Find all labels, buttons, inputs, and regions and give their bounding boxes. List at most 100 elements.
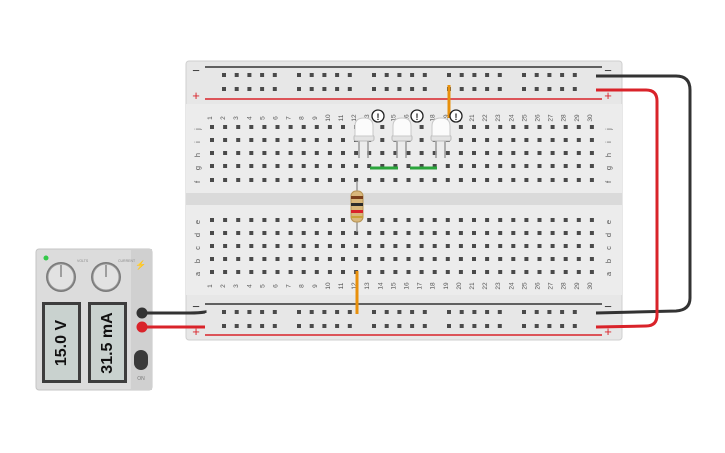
breadboard-hole[interactable] bbox=[576, 138, 581, 142]
breadboard-hole[interactable] bbox=[234, 324, 239, 328]
breadboard-hole[interactable] bbox=[327, 178, 332, 182]
breadboard-hole[interactable] bbox=[524, 218, 529, 222]
breadboard-hole[interactable] bbox=[563, 138, 568, 142]
breadboard-hole[interactable] bbox=[472, 164, 476, 168]
breadboard-hole[interactable] bbox=[347, 324, 352, 328]
breadboard-hole[interactable] bbox=[210, 138, 214, 142]
breadboard-hole[interactable] bbox=[322, 73, 327, 77]
breadboard-hole[interactable] bbox=[419, 218, 424, 222]
breadboard-hole[interactable] bbox=[485, 218, 490, 222]
breadboard-hole[interactable] bbox=[275, 218, 280, 222]
breadboard-hole[interactable] bbox=[393, 164, 398, 168]
breadboard-hole[interactable] bbox=[380, 164, 385, 168]
breadboard-hole[interactable] bbox=[524, 270, 529, 274]
black-wire-supply[interactable] bbox=[142, 310, 207, 315]
breadboard-hole[interactable] bbox=[223, 244, 228, 248]
breadboard-hole[interactable] bbox=[234, 73, 239, 77]
breadboard-hole[interactable] bbox=[406, 270, 411, 274]
breadboard-hole[interactable] bbox=[236, 151, 241, 155]
black-wire-rail-bridge[interactable] bbox=[595, 74, 692, 315]
breadboard-hole[interactable] bbox=[563, 244, 568, 248]
breadboard-hole[interactable] bbox=[524, 257, 529, 261]
breadboard-hole[interactable] bbox=[327, 151, 332, 155]
breadboard-hole[interactable] bbox=[341, 231, 345, 235]
breadboard-hole[interactable] bbox=[236, 244, 241, 248]
breadboard-hole[interactable] bbox=[301, 218, 306, 222]
breadboard-hole[interactable] bbox=[511, 138, 516, 142]
breadboard-hole[interactable] bbox=[524, 164, 529, 168]
breadboard-hole[interactable] bbox=[537, 164, 542, 168]
breadboard-hole[interactable] bbox=[210, 164, 214, 168]
breadboard-hole[interactable] bbox=[262, 270, 267, 274]
breadboard-hole[interactable] bbox=[222, 73, 226, 77]
breadboard-hole[interactable] bbox=[458, 138, 463, 142]
breadboard-hole[interactable] bbox=[272, 73, 277, 77]
breadboard-hole[interactable] bbox=[288, 257, 293, 261]
breadboard-hole[interactable] bbox=[410, 87, 415, 91]
breadboard-hole[interactable] bbox=[485, 178, 490, 182]
breadboard-hole[interactable] bbox=[327, 244, 332, 248]
breadboard-hole[interactable] bbox=[223, 125, 228, 129]
breadboard-hole[interactable] bbox=[223, 151, 228, 155]
breadboard-hole[interactable] bbox=[354, 231, 359, 235]
breadboard-hole[interactable] bbox=[249, 244, 254, 248]
breadboard-hole[interactable] bbox=[485, 125, 490, 129]
breadboard-hole[interactable] bbox=[393, 178, 398, 182]
breadboard-hole[interactable] bbox=[589, 244, 594, 248]
breadboard-hole[interactable] bbox=[341, 151, 345, 155]
power-switch[interactable] bbox=[134, 350, 148, 370]
breadboard-hole[interactable] bbox=[576, 151, 581, 155]
breadboard-hole[interactable] bbox=[572, 324, 577, 328]
breadboard-hole[interactable] bbox=[534, 310, 539, 314]
breadboard-hole[interactable] bbox=[537, 138, 542, 142]
breadboard-hole[interactable] bbox=[589, 138, 594, 142]
breadboard-hole[interactable] bbox=[297, 87, 301, 91]
breadboard-hole[interactable] bbox=[576, 257, 581, 261]
breadboard-hole[interactable] bbox=[550, 164, 555, 168]
breadboard-hole[interactable] bbox=[260, 73, 265, 77]
breadboard-hole[interactable] bbox=[367, 151, 372, 155]
breadboard-hole[interactable] bbox=[301, 244, 306, 248]
breadboard-hole[interactable] bbox=[458, 257, 463, 261]
breadboard-hole[interactable] bbox=[249, 164, 254, 168]
breadboard-hole[interactable] bbox=[560, 324, 565, 328]
breadboard-hole[interactable] bbox=[309, 73, 314, 77]
breadboard-hole[interactable] bbox=[380, 231, 385, 235]
breadboard-hole[interactable] bbox=[380, 270, 385, 274]
breadboard-hole[interactable] bbox=[445, 151, 450, 155]
breadboard-hole[interactable] bbox=[301, 178, 306, 182]
breadboard-hole[interactable] bbox=[380, 218, 385, 222]
breadboard-hole[interactable] bbox=[524, 231, 529, 235]
breadboard-hole[interactable] bbox=[367, 178, 372, 182]
breadboard-hole[interactable] bbox=[380, 178, 385, 182]
breadboard-hole[interactable] bbox=[314, 138, 319, 142]
breadboard-hole[interactable] bbox=[272, 324, 277, 328]
breadboard-hole[interactable] bbox=[406, 244, 411, 248]
breadboard-hole[interactable] bbox=[458, 218, 463, 222]
breadboard-hole[interactable] bbox=[367, 164, 372, 168]
breadboard-hole[interactable] bbox=[301, 125, 306, 129]
breadboard-hole[interactable] bbox=[447, 73, 451, 77]
breadboard-hole[interactable] bbox=[275, 125, 280, 129]
breadboard-hole[interactable] bbox=[459, 310, 464, 314]
breadboard-hole[interactable] bbox=[393, 270, 398, 274]
breadboard-hole[interactable] bbox=[547, 73, 552, 77]
breadboard-hole[interactable] bbox=[498, 178, 503, 182]
breadboard-hole[interactable] bbox=[472, 73, 477, 77]
breadboard-hole[interactable] bbox=[262, 125, 267, 129]
breadboard-hole[interactable] bbox=[422, 324, 427, 328]
breadboard-hole[interactable] bbox=[341, 244, 345, 248]
breadboard-hole[interactable] bbox=[406, 164, 411, 168]
breadboard-hole[interactable] bbox=[236, 270, 241, 274]
breadboard-hole[interactable] bbox=[260, 324, 265, 328]
breadboard-hole[interactable] bbox=[397, 324, 402, 328]
breadboard-hole[interactable] bbox=[335, 324, 340, 328]
breadboard-hole[interactable] bbox=[314, 125, 319, 129]
breadboard-hole[interactable] bbox=[432, 164, 437, 168]
breadboard-hole[interactable] bbox=[275, 164, 280, 168]
breadboard-hole[interactable] bbox=[297, 324, 301, 328]
breadboard-hole[interactable] bbox=[472, 178, 476, 182]
breadboard-hole[interactable] bbox=[498, 151, 503, 155]
breadboard-hole[interactable] bbox=[563, 164, 568, 168]
